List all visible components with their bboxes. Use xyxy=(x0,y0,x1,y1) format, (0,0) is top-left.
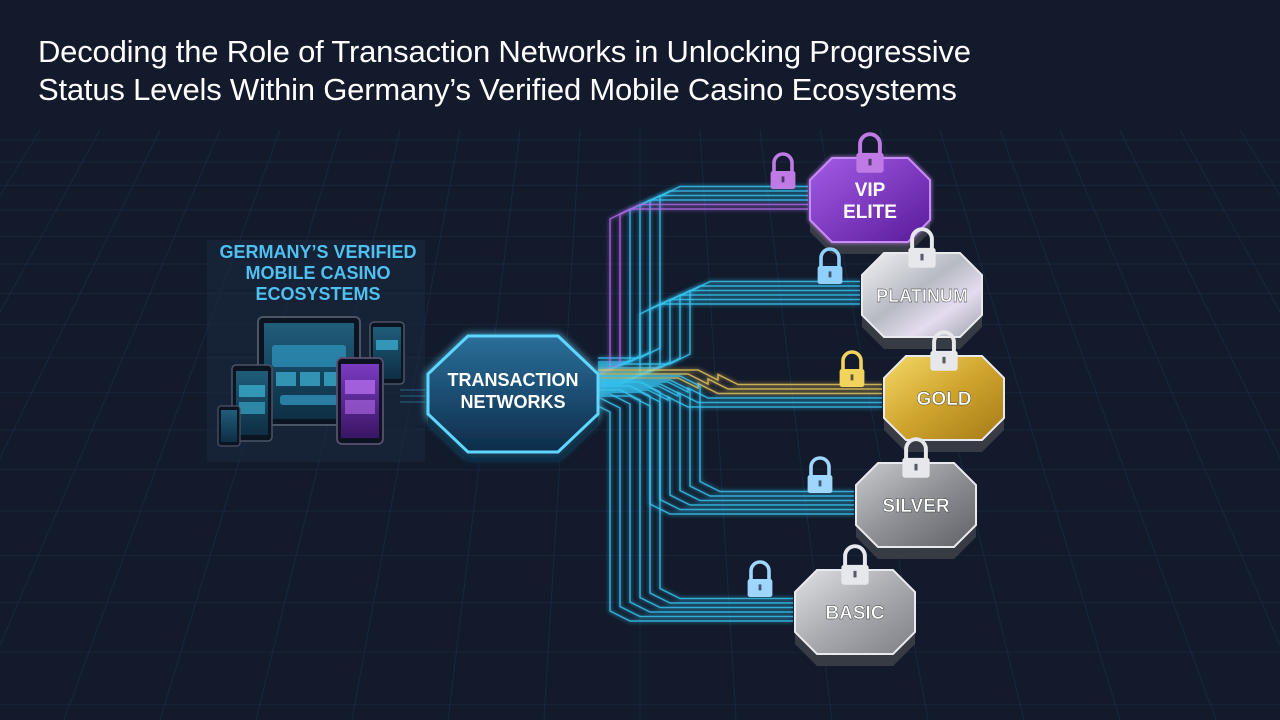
network-lines xyxy=(400,185,882,622)
network-line xyxy=(598,393,793,613)
phone-device-left xyxy=(231,364,273,442)
lock-icon xyxy=(930,330,958,371)
network-line xyxy=(598,373,882,390)
network-line xyxy=(598,383,854,502)
transaction-networks-hub xyxy=(426,334,600,462)
network-line xyxy=(598,289,860,373)
hub-label-line-1: TRANSACTION xyxy=(448,370,579,390)
network-line xyxy=(598,389,793,609)
hub-label-line-2: NETWORKS xyxy=(461,392,566,412)
ecosystem-panel: GERMANY’S VERIFIED MOBILE CASINO ECOSYST… xyxy=(207,240,425,462)
network-line xyxy=(598,397,793,618)
tier-badge-basic: BASIC xyxy=(794,544,916,666)
badge-face xyxy=(883,355,1005,441)
network-line xyxy=(598,280,860,365)
lock-icon xyxy=(770,152,796,189)
title-line-2: Status Levels Within Germany’s Verified … xyxy=(38,72,957,107)
phone-device-purple xyxy=(336,357,384,445)
lock-icon xyxy=(817,247,843,284)
tier-label: PLATINUM xyxy=(876,286,968,306)
badge-face xyxy=(794,569,916,655)
network-line xyxy=(598,385,793,604)
tier-label-line-2: ELITE xyxy=(843,202,897,223)
tier-label: BASIC xyxy=(825,603,884,624)
tier-badge-silver: SILVER xyxy=(855,437,977,559)
network-line xyxy=(598,185,808,359)
page-title: Decoding the Role of Transaction Network… xyxy=(38,33,971,109)
lock-icon xyxy=(841,544,869,585)
badge-face xyxy=(809,157,931,243)
title-line-1: Decoding the Role of Transaction Network… xyxy=(38,34,971,69)
ecosystem-label-line-2: MOBILE CASINO xyxy=(245,263,390,283)
ecosystem-label-line-1: GERMANY’S VERIFIED xyxy=(219,242,416,262)
badge-face xyxy=(855,462,977,548)
tier-badge-gold: GOLD xyxy=(883,330,1005,452)
lock-icon xyxy=(856,132,884,173)
network-line xyxy=(598,381,793,600)
network-line xyxy=(598,387,854,506)
lock-icon xyxy=(908,227,936,268)
tier-badge-platinum: PLATINUM xyxy=(861,227,983,349)
tier-label-line-1: VIP xyxy=(855,180,886,201)
lock-icon xyxy=(839,350,865,387)
tier-label: SILVER xyxy=(882,496,949,517)
network-line xyxy=(598,285,860,369)
ecosystem-label-line-3: ECOSYSTEMS xyxy=(255,284,380,304)
tier-label: GOLD xyxy=(917,389,972,410)
lock-icon xyxy=(807,456,833,493)
network-line xyxy=(598,369,882,386)
network-line xyxy=(598,375,854,493)
lock-icon xyxy=(902,437,930,478)
network-line xyxy=(598,379,854,497)
network-line xyxy=(598,381,882,399)
phone-device-right xyxy=(369,321,405,385)
phone-device-small xyxy=(217,405,241,447)
lock-icon xyxy=(747,560,773,597)
badge-face xyxy=(861,252,983,338)
network-line xyxy=(589,208,808,379)
